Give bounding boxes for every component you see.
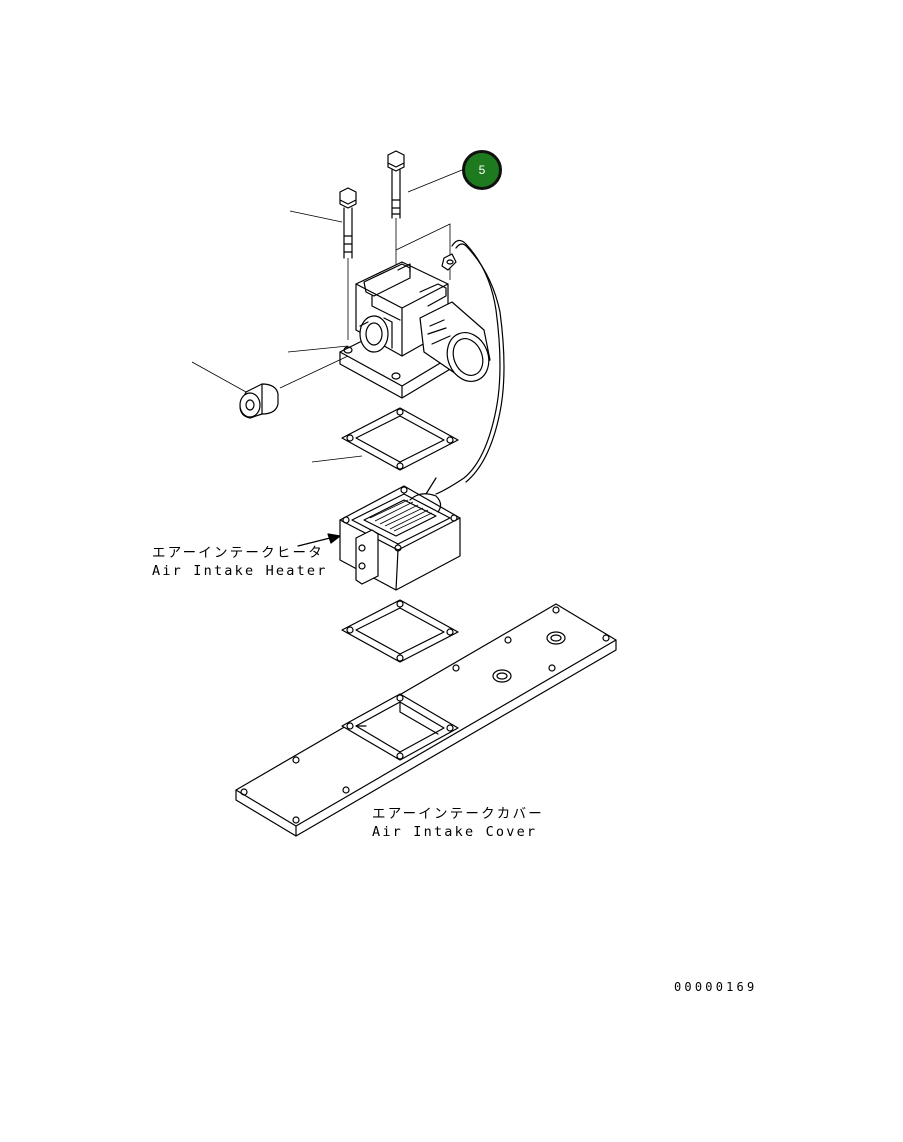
callout-5-badge[interactable]: 5 <box>462 150 502 190</box>
heater-wire-harness[interactable] <box>435 239 505 495</box>
heater-label-jp: エアーインテークヒータ <box>152 545 324 561</box>
leader-gasket-upper <box>311 455 363 463</box>
leader-callout-5 <box>407 169 463 193</box>
bolt-right[interactable] <box>387 150 405 219</box>
heater-label-en: Air Intake Heater <box>152 563 328 579</box>
arrowhead <box>327 533 341 544</box>
callout-number: 5 <box>478 163 486 177</box>
leader-bolt-left <box>289 210 343 223</box>
gasket-lower[interactable] <box>341 599 459 663</box>
figure-number: 00000169 <box>674 980 758 994</box>
bolt-left[interactable] <box>339 187 357 259</box>
gasket-upper[interactable] <box>341 407 459 471</box>
cover-label-en: Air Intake Cover <box>372 824 538 840</box>
air-intake-heater[interactable] <box>339 477 461 591</box>
leader-plug <box>191 355 349 393</box>
leader-housing <box>287 345 349 353</box>
intake-connector-housing[interactable] <box>339 261 496 399</box>
cover-label-jp: エアーインテークカバー <box>372 806 544 822</box>
plug-cap[interactable] <box>239 383 279 419</box>
air-intake-cover[interactable] <box>235 603 617 837</box>
